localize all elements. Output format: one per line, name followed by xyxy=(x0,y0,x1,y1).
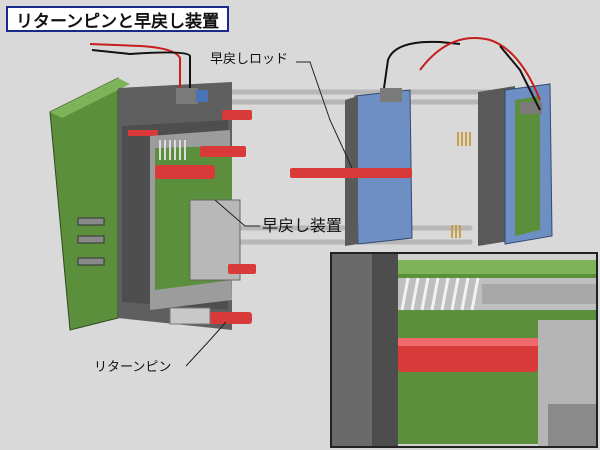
page-title: リターンピンと早戻し装置 xyxy=(6,6,230,32)
label-rapid-return-device: 早戻し装置 xyxy=(262,216,343,235)
zoom-inset xyxy=(330,252,598,448)
left-mold xyxy=(49,43,256,331)
leader-lines xyxy=(185,61,353,367)
right-mold xyxy=(290,37,553,246)
label-rapid-return-rod: 早戻しロッド xyxy=(210,52,289,67)
zoom-inset-illustration xyxy=(332,254,596,446)
label-return-pin: リターンピン xyxy=(94,360,172,375)
